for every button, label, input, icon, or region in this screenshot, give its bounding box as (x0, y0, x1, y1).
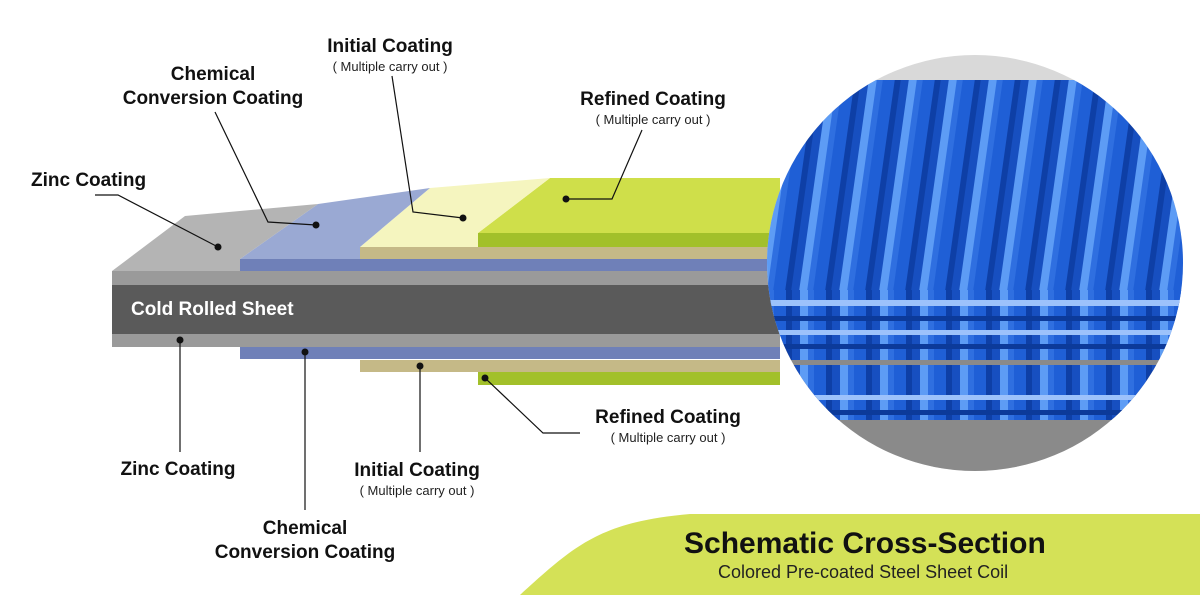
bottom-refined-note: ( Multiple carry out ) (610, 430, 726, 445)
bottom-initial-label: Initial Coating ( Multiple carry out ) (332, 459, 502, 499)
top-initial-note: ( Multiple carry out ) (332, 59, 448, 74)
chemical-coating-bottom-layer (240, 347, 780, 359)
zinc-coating-bottom-layer (112, 334, 780, 347)
top-chemical-label: Chemical Conversion Coating (108, 63, 318, 111)
initial-coating-bottom-layer (360, 360, 780, 372)
top-zinc-title: Zinc Coating (31, 170, 147, 191)
leader-top-refined (566, 129, 643, 200)
top-refined-title: Refined Coating (580, 89, 726, 110)
leader-top-initial (391, 75, 464, 219)
dot-bottom-zinc (176, 336, 184, 344)
refined-coating-top-face (478, 178, 780, 233)
bottom-refined-title: Refined Coating (595, 407, 741, 428)
chemical-coating-top-face (240, 188, 430, 259)
top-initial-title: Initial Coating (327, 36, 453, 57)
refined-coating-top-edge (478, 233, 780, 247)
top-chemical-title-2: Conversion Coating (122, 88, 304, 109)
bottom-zinc-label: Zinc Coating (110, 458, 246, 482)
leader-top-zinc (95, 194, 219, 248)
corrugated-steel-sheets-photo (767, 55, 1183, 471)
dot-top-initial (459, 214, 467, 222)
bottom-chemical-label: Chemical Conversion Coating (200, 517, 410, 565)
dot-top-zinc (214, 243, 222, 251)
dot-bottom-initial (416, 362, 424, 370)
bottom-refined-label: Refined Coating ( Multiple carry out ) (578, 406, 758, 446)
leader-bottom-refined (484, 377, 580, 434)
zinc-coating-top-face (112, 204, 318, 271)
leader-top-chemical (214, 111, 317, 226)
initial-coating-top-edge (360, 247, 780, 259)
top-refined-label: Refined Coating ( Multiple carry out ) (563, 88, 743, 128)
banner-subtitle: Colored Pre-coated Steel Sheet Coil (718, 562, 1009, 582)
bottom-chemical-title-1: Chemical (262, 518, 348, 539)
cold-rolled-sheet-label: Cold Rolled Sheet (131, 299, 294, 320)
top-zinc-label: Zinc Coating (31, 169, 146, 193)
bottom-chemical-title-2: Conversion Coating (214, 542, 396, 563)
zinc-coating-top-edge (112, 271, 780, 285)
dot-top-refined (562, 195, 570, 203)
bottom-initial-note: ( Multiple carry out ) (359, 483, 475, 498)
banner-title: Schematic Cross-Section (684, 527, 1046, 560)
dot-top-chemical (312, 221, 320, 229)
initial-coating-top-face (360, 178, 550, 247)
bottom-initial-title: Initial Coating (354, 460, 480, 481)
bottom-zinc-title: Zinc Coating (120, 459, 236, 480)
dot-bottom-chemical (301, 348, 309, 356)
top-refined-note: ( Multiple carry out ) (595, 112, 711, 127)
cold-rolled-sheet-core (112, 285, 780, 334)
dot-bottom-refined (481, 374, 489, 382)
refined-coating-bottom-layer (478, 372, 780, 385)
top-initial-label: Initial Coating ( Multiple carry out ) (305, 35, 475, 75)
chemical-coating-top-edge (240, 259, 780, 271)
banner-background (520, 514, 1200, 595)
top-chemical-title-1: Chemical (170, 64, 256, 85)
